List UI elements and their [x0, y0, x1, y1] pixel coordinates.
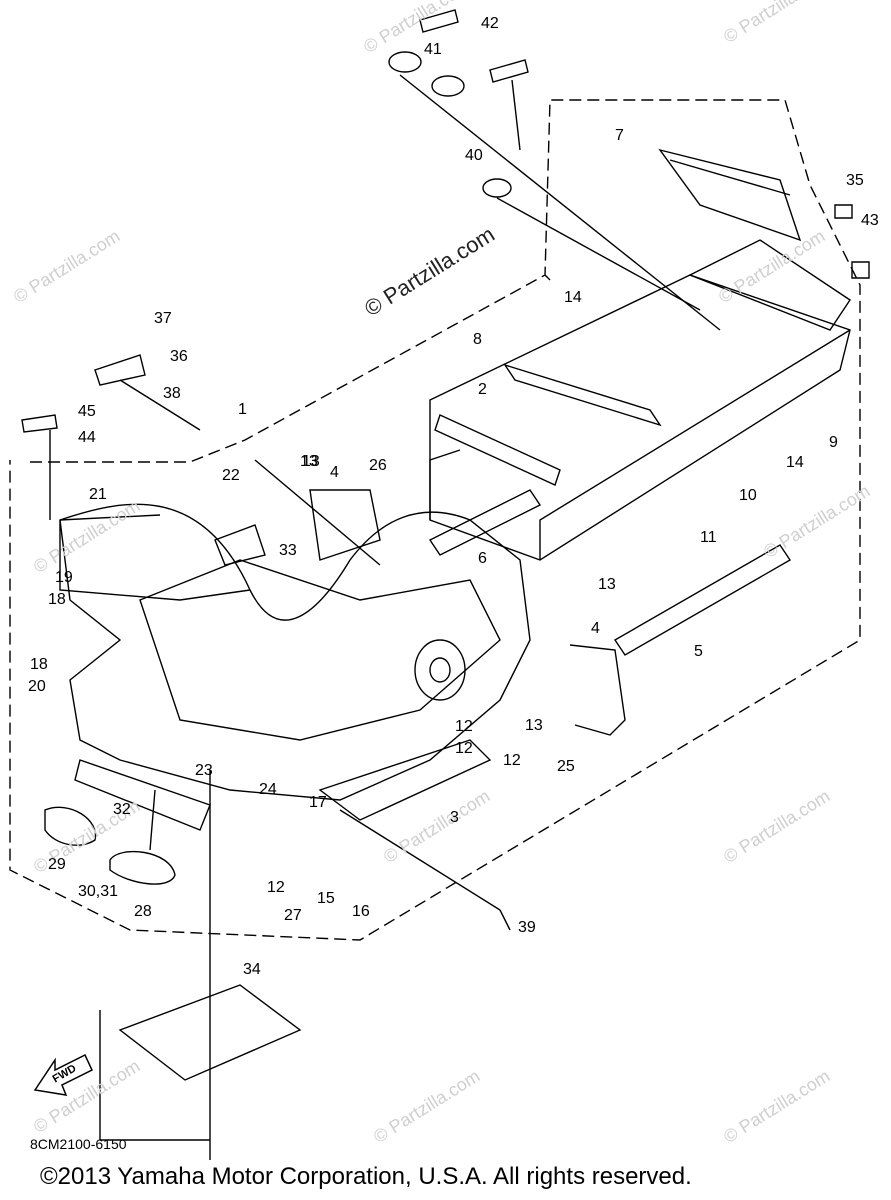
callout-label: 44	[78, 429, 96, 446]
callout-label: 15	[317, 890, 335, 907]
callout-label: 14	[786, 454, 804, 471]
part-4-bumper-rear	[569, 644, 626, 736]
callout-label: 27	[284, 907, 302, 924]
callout-label: 25	[557, 758, 575, 775]
dashed-group-outline	[544, 274, 551, 281]
diagram-code: 8CM2100-6150	[30, 1136, 127, 1152]
callout-label: 23	[195, 762, 213, 779]
callout-label: 6	[478, 550, 487, 567]
callout-label: 38	[163, 385, 181, 402]
callout-label: 20	[28, 678, 46, 695]
callout-label: 4	[330, 464, 339, 481]
part-36-plate	[94, 354, 146, 386]
callout-label: 30,31	[78, 883, 119, 900]
callout-label: 37	[154, 310, 172, 327]
callout-label: 10	[739, 487, 757, 504]
rear-tunnel	[429, 274, 851, 561]
part-41-cap	[431, 75, 465, 97]
chassis-hub-inner	[429, 657, 451, 683]
part-35-pad	[834, 204, 853, 219]
callout-label: 41	[424, 41, 442, 58]
callout-label: 16	[352, 903, 370, 920]
callout-label: 12	[267, 879, 285, 896]
callout-label: 35	[846, 172, 864, 189]
part-29-boot	[44, 806, 97, 846]
chassis-inner	[139, 559, 501, 741]
callout-label: 40	[465, 147, 483, 164]
callout-label: 45	[78, 403, 96, 420]
part-42-pad	[489, 59, 529, 83]
leader-line	[496, 197, 701, 311]
callout-label: 13	[300, 453, 318, 470]
part-8-rail	[503, 363, 662, 427]
leader-line	[149, 789, 156, 851]
callout-label: 29	[48, 856, 66, 873]
callout-label: 9	[829, 434, 838, 451]
callout-label: 32	[113, 801, 131, 818]
leader-line	[119, 379, 201, 431]
callout-label: 43	[861, 212, 879, 229]
callout-label: 42	[481, 15, 499, 32]
chassis-hub	[414, 639, 466, 701]
callout-label: 21	[89, 486, 107, 503]
part-42-pad	[419, 9, 459, 33]
callout-label: 17	[309, 794, 327, 811]
callout-label: 39	[518, 919, 536, 936]
part-33-bracket	[214, 524, 266, 566]
leader-line	[339, 809, 501, 911]
callout-label: 1	[238, 401, 247, 418]
callout-label: 26	[369, 457, 387, 474]
callout-label: 36	[170, 348, 188, 365]
callout-label: 28	[134, 903, 152, 920]
callout-label: 4	[591, 620, 600, 637]
part-40-cap	[482, 178, 512, 198]
leader-line	[499, 909, 511, 931]
fwd-arrow-icon	[33, 1053, 93, 1096]
callout-label: 11	[700, 529, 717, 546]
callout-label: 5	[694, 643, 703, 660]
part-3-skid	[318, 739, 492, 821]
part-43-pad	[851, 261, 870, 279]
copyright-notice: ©2013 Yamaha Motor Corporation, U.S.A. A…	[40, 1163, 692, 1190]
callout-label: 12	[455, 718, 473, 735]
callout-label: 2	[478, 381, 487, 398]
callout-label: 14	[564, 289, 582, 306]
part-21-bumper	[59, 514, 251, 601]
callout-label: 22	[222, 467, 240, 484]
callout-label: 33	[279, 542, 297, 559]
leader-line	[511, 79, 521, 151]
callout-label: 18	[48, 591, 66, 608]
callout-label: 13	[302, 453, 320, 470]
part-2-bar	[434, 414, 561, 486]
part-7-detail	[669, 159, 791, 196]
callout-label: 24	[259, 781, 277, 798]
callout-label: 13	[598, 576, 616, 593]
part-7-bracket	[658, 148, 802, 242]
part-5-bar	[614, 544, 791, 656]
callout-label: 7	[615, 127, 624, 144]
callout-label: 18	[30, 656, 48, 673]
dashed-group-outline	[9, 99, 861, 941]
callout-label: 3	[450, 809, 459, 826]
rear-plate	[688, 239, 851, 331]
part-34-mat	[118, 984, 302, 1081]
callout-label: 8	[473, 331, 482, 348]
part-41-cap	[388, 51, 422, 73]
part-6-plate	[428, 489, 542, 556]
lower-frame-rail	[74, 759, 211, 831]
part-4-bumper-front	[309, 489, 381, 561]
callout-label: 12	[455, 740, 473, 757]
callout-label: 12	[503, 752, 521, 769]
leader-line	[254, 459, 381, 566]
part-28-spindle	[109, 850, 176, 885]
leader-line	[399, 74, 721, 331]
callout-label: 34	[243, 961, 261, 978]
rear-tunnel-edge	[539, 329, 851, 560]
rear-tunnel-side	[429, 449, 461, 520]
part-44-clip	[21, 414, 58, 433]
callout-label: 19	[55, 569, 73, 586]
callout-label: 13	[525, 717, 543, 734]
